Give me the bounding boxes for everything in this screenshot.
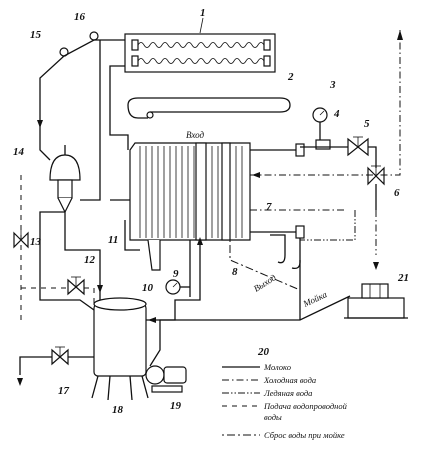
valve-12 — [67, 276, 85, 296]
label-21: 21 — [397, 272, 409, 284]
valve-17 — [51, 346, 69, 366]
label-18: 18 — [112, 404, 124, 416]
legend-tap-water-1: Подача водопроводной — [263, 401, 348, 411]
washing-label: Мойка — [301, 289, 329, 309]
fitting-4 — [315, 139, 331, 150]
milk-lines — [39, 39, 377, 367]
label-13: 13 — [30, 236, 42, 248]
label-17: 17 — [58, 385, 70, 397]
drain-tray-21 — [344, 283, 408, 319]
label-19: 19 — [170, 400, 182, 412]
holding-tube-unit — [124, 33, 276, 73]
legend-ice-water: Ледяная вода — [263, 388, 312, 398]
label-9: 9 — [173, 268, 179, 280]
wash-drain-lines — [229, 240, 301, 291]
inlet-label: Вход — [186, 130, 205, 140]
cold-water-lines — [250, 30, 401, 255]
label-7: 7 — [266, 201, 272, 213]
label-3: 3 — [329, 79, 336, 91]
label-2: 2 — [287, 71, 294, 83]
legend-cold-water: Холодная вода — [263, 375, 316, 385]
plate-heat-exchanger — [124, 142, 305, 271]
label-6: 6 — [394, 187, 400, 199]
return-pipe — [127, 97, 291, 119]
legend-milk: Молоко — [263, 362, 291, 372]
label-5: 5 — [364, 118, 370, 130]
gauge-16 — [89, 31, 99, 41]
balance-tank-18 — [91, 297, 149, 401]
label-16: 16 — [74, 11, 86, 23]
label-15: 15 — [30, 29, 42, 41]
legend: Молоко Холодная вода Ледяная вода Подача… — [222, 362, 348, 440]
label-12: 12 — [84, 254, 96, 266]
legend-wash-drain: Сброс воды при мойке — [264, 430, 345, 440]
label-4: 4 — [333, 108, 340, 120]
legend-tap-water-2: воды — [264, 412, 282, 422]
label-8: 8 — [232, 266, 238, 278]
label-10: 10 — [142, 282, 154, 294]
flow-arrows — [17, 30, 403, 386]
label-20: 20 — [257, 346, 270, 358]
valve-5 — [347, 136, 369, 157]
diversion-valve-14 — [49, 145, 81, 214]
supply-17 — [19, 356, 94, 375]
tap-water-lines — [20, 175, 95, 320]
ice-water-lines — [300, 210, 356, 241]
pump-19 — [145, 365, 187, 393]
label-1: 1 — [200, 7, 206, 19]
label-14: 14 — [13, 146, 25, 158]
manometer-3 — [312, 107, 328, 146]
label-11: 11 — [108, 234, 118, 246]
gauge-10 — [165, 240, 191, 297]
